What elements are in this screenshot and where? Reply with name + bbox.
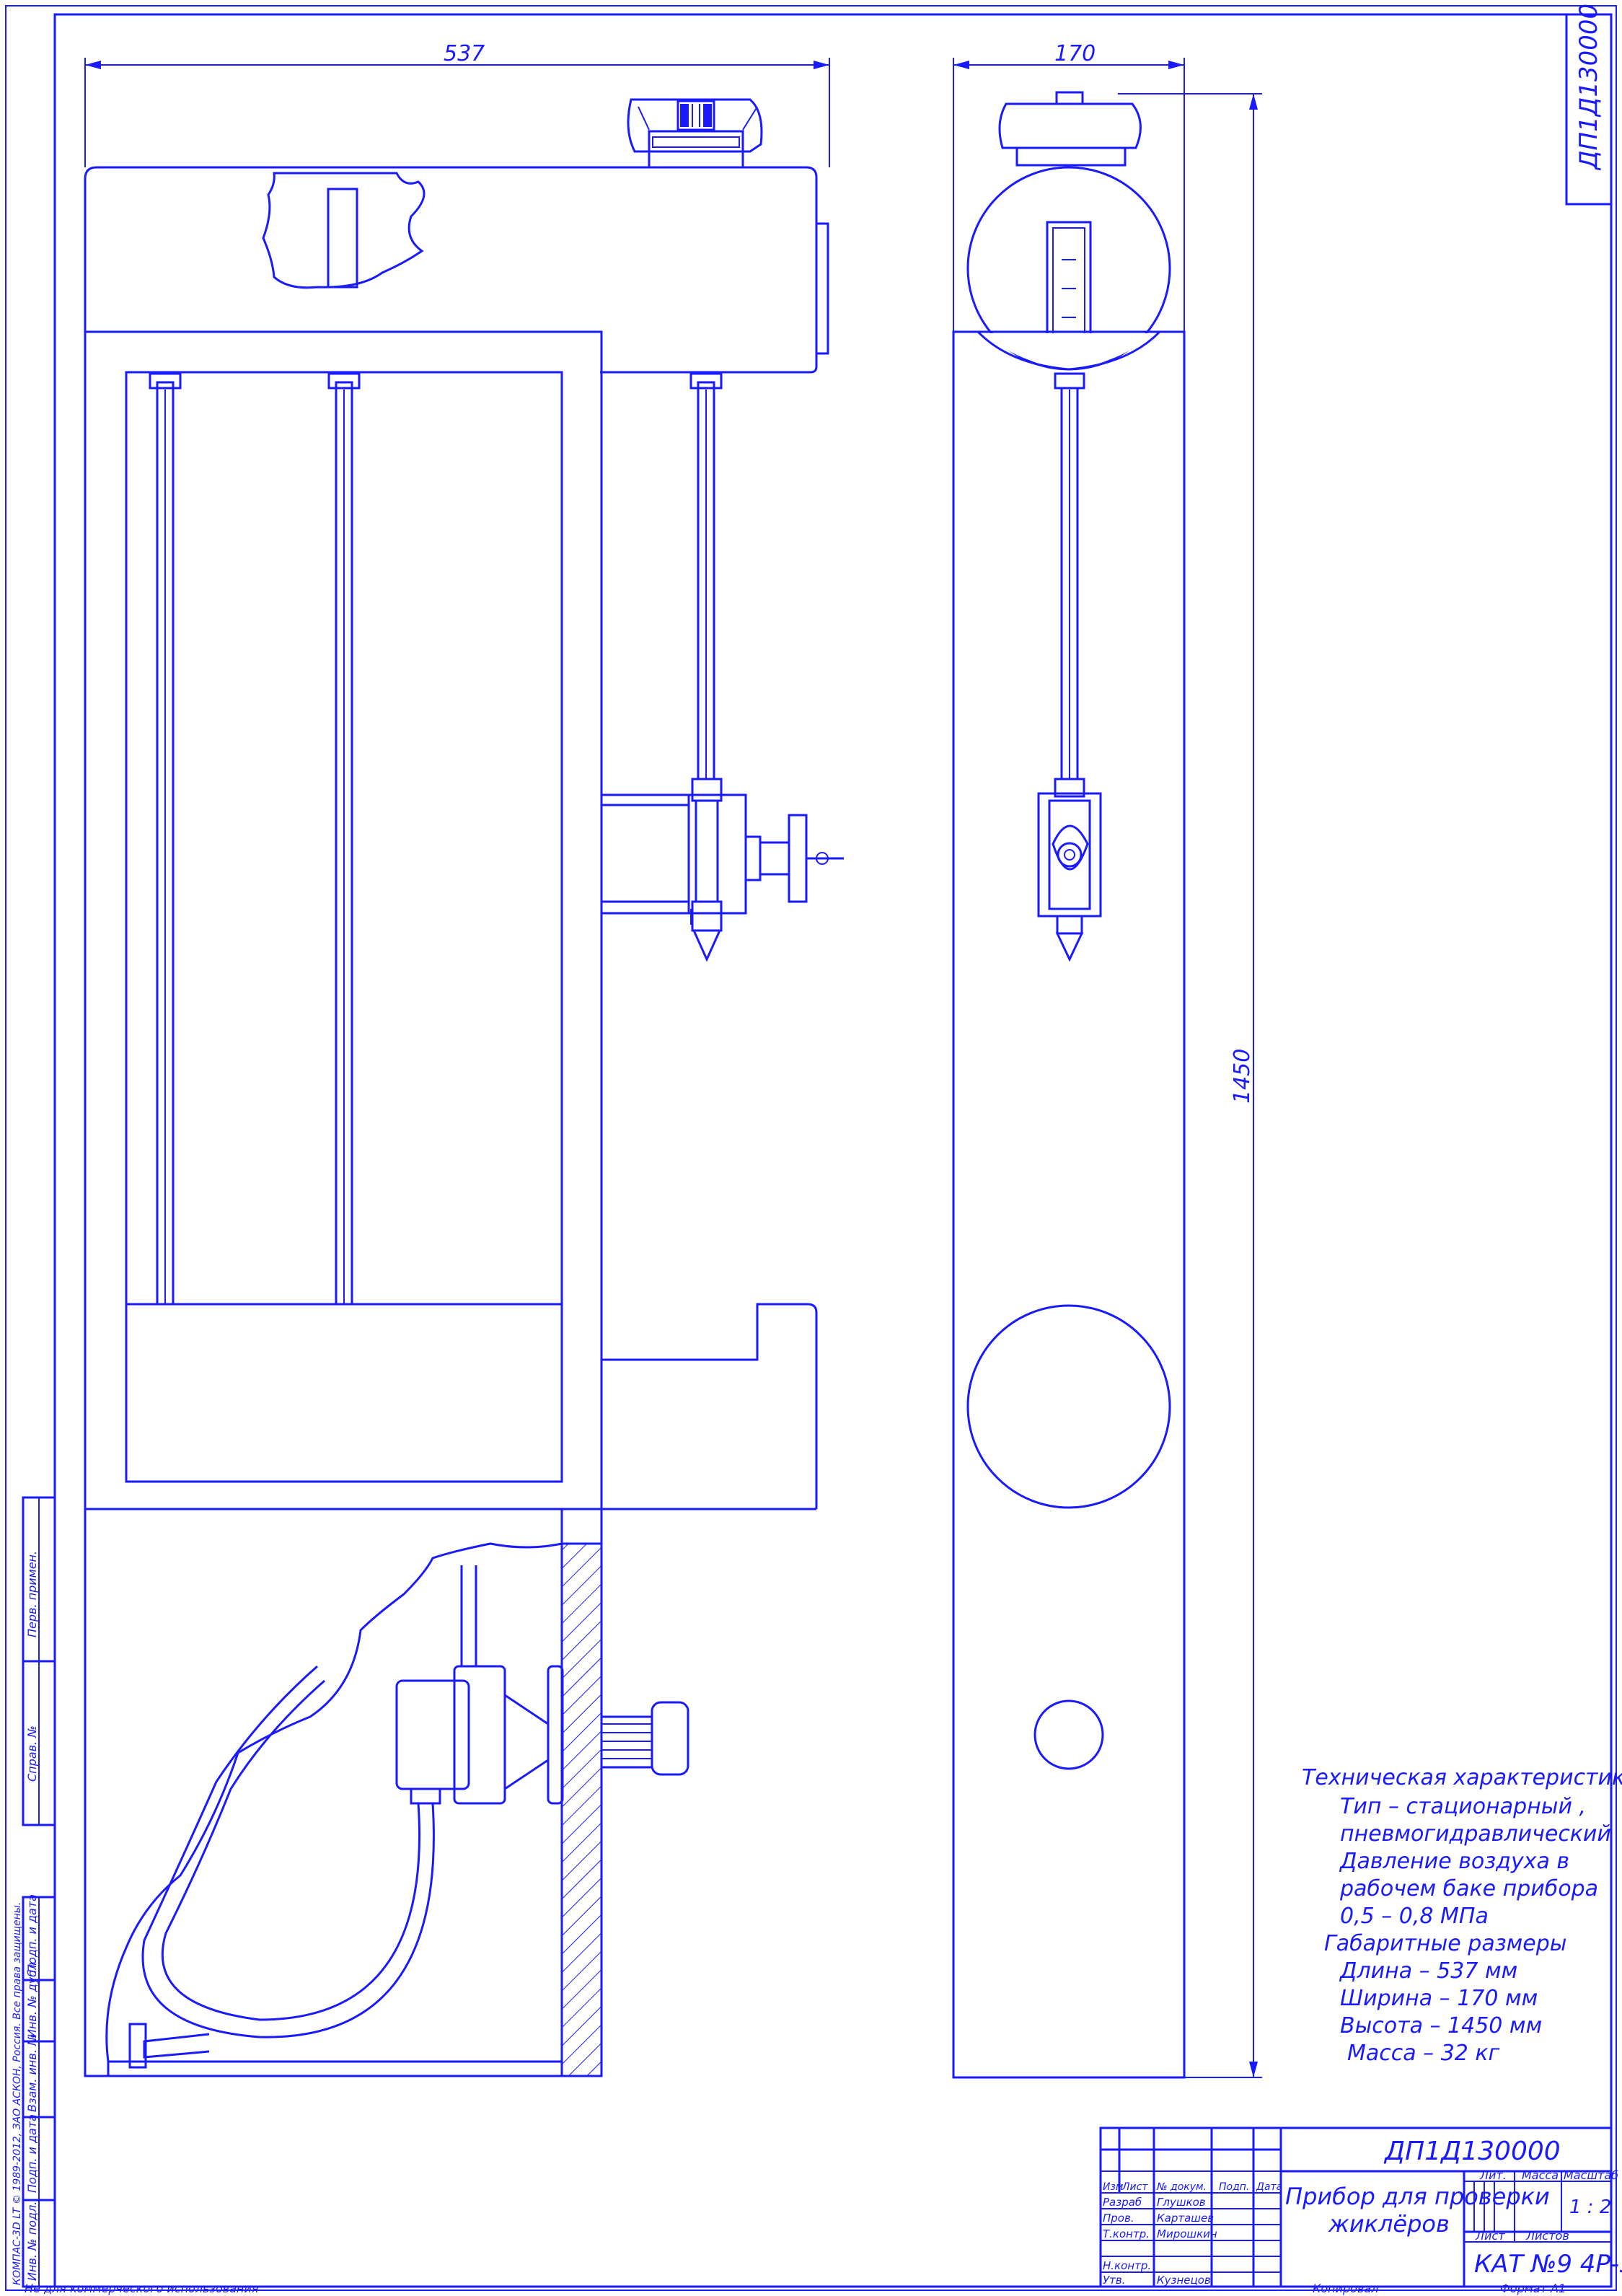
margin-inv-podl: Инв. № подл. [25,2202,39,2281]
dim-width-label: 170 [1054,41,1096,66]
stamp-title-1: Прибор для проверки [1285,2183,1550,2210]
manometer-circle [966,1304,1171,1509]
tank-cutout [262,172,426,289]
glass-panel [125,371,563,1483]
stamp-role: Н.контр. [1103,2259,1151,2272]
stamp-name: Глушков [1157,2196,1206,2209]
button-circle [1033,1699,1104,1770]
kompas-notice: КОМПАС-3D LT © 1989-2012, ЗАО АСКОН, Рос… [12,1902,23,2285]
spec-line: Масса – 32 кг [1347,2041,1500,2066]
format-label: Формат А1 [1500,2282,1566,2295]
stamp-name: Мирошкин [1157,2227,1217,2240]
stamp-listov: Листов [1525,2229,1569,2243]
spec-line: Тип – стационарный , [1340,1794,1586,1819]
hatched-wall [560,1542,603,2077]
spec-line: 0,5 – 0,8 МПа [1340,1904,1489,1929]
margin-podp-data: Подп. и дата [25,1894,39,1973]
dim-width: 170 [953,41,1185,332]
stamp-name: Карташев [1157,2212,1214,2225]
stamp-col-header: Изм [1103,2181,1124,2193]
stamp-col-header: Лист [1121,2181,1148,2193]
stamp-massa: Масса [1522,2168,1559,2182]
side-view: 170 1450 [952,41,1262,2079]
stamp-school: КАТ №9 4Р-5 [1474,2250,1622,2279]
stamp-role: Утв. [1103,2274,1126,2287]
jet-holder [600,778,844,962]
stamp-scale: 1 : 2 [1569,2196,1611,2218]
spec-line: Габаритные размеры [1324,1931,1567,1956]
inner-frame [53,13,1613,2288]
margin-podp-data-2: Подп. и дата [25,2114,39,2193]
margin-inv-dubl: Инв. № дубл. [25,1959,39,2038]
stamp-lit: Лит. [1479,2168,1507,2182]
dim-height: 1450 [1118,93,1262,2078]
top-tank [84,166,818,374]
tubes [149,372,723,1306]
notice-label: Не для коммерческого использования [25,2282,259,2295]
side-cap [998,91,1142,167]
tech-spec: Техническая характеристика Тип – стацион… [1302,1765,1622,2066]
front-view: 537 [84,41,844,2077]
stamp-role: Т.контр. [1103,2227,1150,2240]
margin-sprav: Справ. № [25,1725,39,1782]
break-line [105,1542,563,2062]
side-panel [952,330,1186,2079]
spec-line: Высота – 1450 мм [1340,2013,1542,2038]
dim-height-label: 1450 [1230,1049,1255,1104]
lower-valve [128,1565,689,2069]
stamp-col-header: Подп. [1219,2181,1249,2193]
margin-vzam-inv: Взам. инв. № [25,2033,39,2112]
spec-line: Длина – 537 мм [1339,1958,1517,1984]
outer-frame [5,5,1617,2291]
side-margin-stamp: Перв. примен. Справ. № Подп. и дата Инв.… [12,1496,56,2288]
spec-line: Ширина – 170 мм [1340,1986,1538,2011]
copied-by: Копировал [1313,2282,1378,2295]
stamp-col-header: № докум. [1156,2181,1207,2193]
margin-perv-primen: Перв. примен. [25,1551,39,1637]
filler-cap [627,98,763,169]
stamp-role: Разраб [1103,2196,1142,2209]
code-box-text: ДП1Д130000 [1574,4,1603,171]
stamp-code: ДП1Д130000 [1383,2137,1561,2166]
stamp-title-2: жиклёров [1328,2210,1450,2238]
stamp-masshtab: Масштаб [1564,2168,1618,2182]
side-bracket [601,1303,818,1509]
code-box: ДП1Д130000 [1565,4,1613,206]
spec-line: пневмогидравлический [1340,1821,1611,1847]
dim-length: 537 [84,41,830,167]
stamp-name: Кузнецов [1157,2274,1211,2287]
stamp-role: Пров. [1103,2212,1134,2225]
spec-line: Давление воздуха в [1339,1849,1569,1874]
stamp-col-header: Дата [1256,2181,1282,2193]
spec-line: рабочем баке прибора [1339,1876,1598,1901]
title-block: ДП1Д130000 Прибор для проверки жиклёров … [1099,2126,1622,2288]
dim-length-label: 537 [444,41,485,66]
stamp-list: Лист [1475,2229,1505,2243]
spec-heading: Техническая характеристика [1302,1765,1622,1790]
